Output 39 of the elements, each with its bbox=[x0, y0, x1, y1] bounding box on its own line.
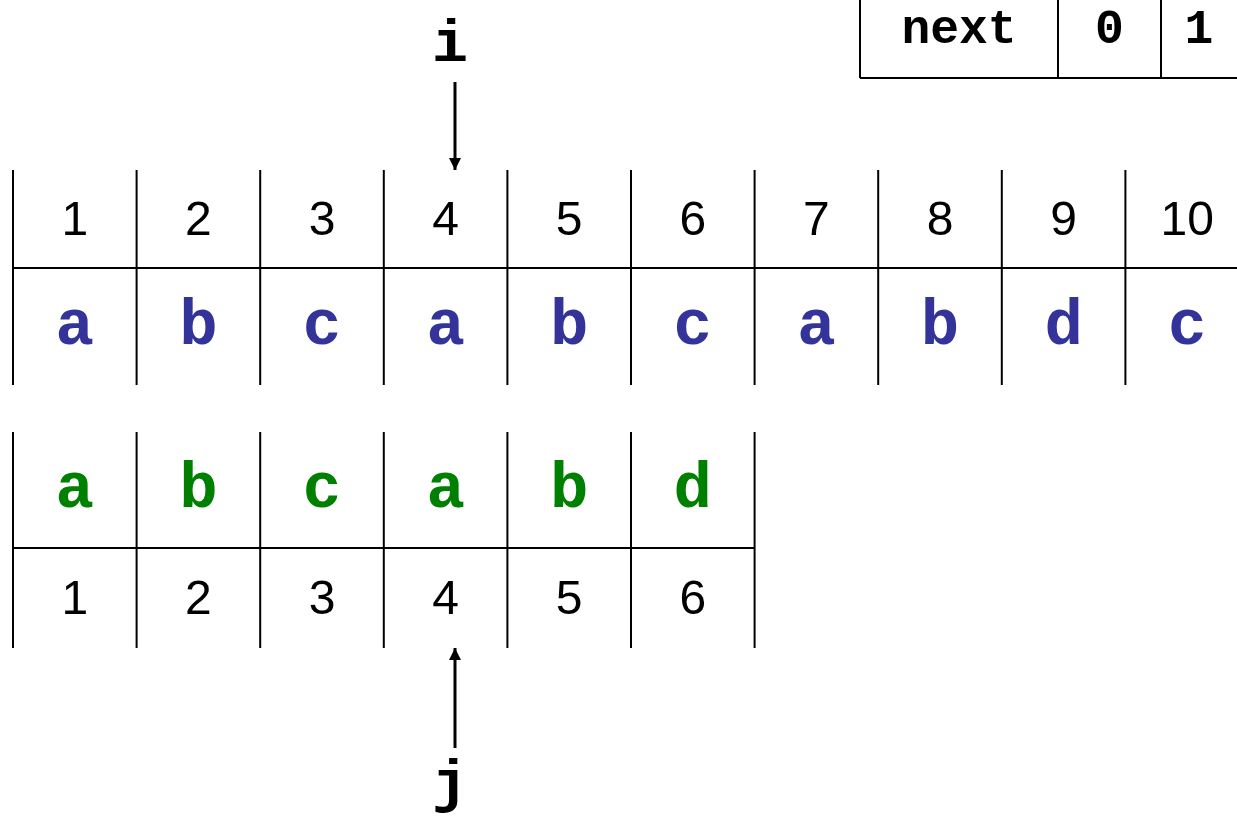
pattern-character: a bbox=[55, 458, 94, 522]
index-number: 3 bbox=[308, 195, 336, 243]
text-character: a bbox=[55, 294, 94, 359]
text-character: a bbox=[797, 294, 836, 359]
pattern-character: c bbox=[302, 458, 342, 522]
index-number: 1 bbox=[61, 195, 89, 243]
index-number: 8 bbox=[926, 195, 954, 243]
index-number: 3 bbox=[308, 574, 336, 622]
pointer-label: j bbox=[432, 754, 468, 815]
index-number: 2 bbox=[185, 195, 212, 243]
column-header: next bbox=[901, 6, 1017, 54]
index-number: 6 bbox=[679, 195, 707, 243]
index-number: 5 bbox=[555, 574, 583, 622]
index-number: 10 bbox=[1160, 195, 1214, 243]
index-number: 4 bbox=[432, 195, 459, 243]
next-value: 0 bbox=[1095, 6, 1124, 54]
text-character: c bbox=[1168, 294, 1207, 359]
index-number: 9 bbox=[1050, 195, 1077, 243]
pattern-character: b bbox=[550, 458, 589, 522]
index-number: 5 bbox=[555, 195, 583, 243]
text-character: b bbox=[550, 294, 589, 359]
index-number: 6 bbox=[679, 574, 707, 622]
index-number: 4 bbox=[432, 574, 459, 622]
pattern-character: d bbox=[673, 458, 712, 522]
index-number: 1 bbox=[61, 574, 89, 622]
text-character: b bbox=[920, 294, 960, 359]
pattern-character: a bbox=[426, 458, 465, 522]
arrow bbox=[449, 82, 461, 170]
pointer-label: i bbox=[432, 15, 468, 75]
text-character: b bbox=[179, 294, 218, 359]
text-character: a bbox=[426, 294, 465, 359]
text-character: c bbox=[673, 294, 712, 359]
arrow bbox=[449, 648, 461, 748]
index-number: 2 bbox=[185, 574, 212, 622]
text-character: c bbox=[302, 294, 342, 359]
text-character: d bbox=[1044, 294, 1083, 359]
index-number: 7 bbox=[803, 195, 830, 243]
pattern-character: b bbox=[179, 458, 218, 522]
next-value: 1 bbox=[1184, 6, 1214, 54]
